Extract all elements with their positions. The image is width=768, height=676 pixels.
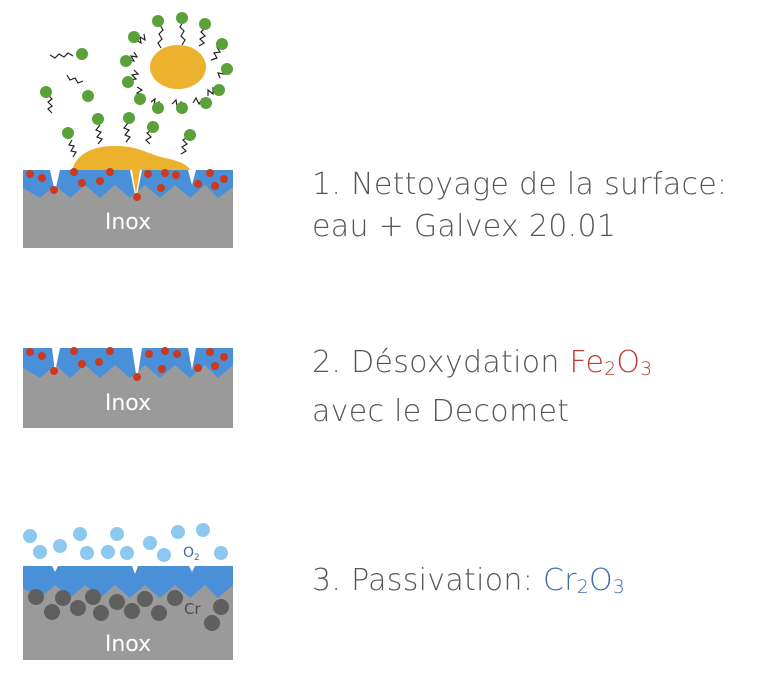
step3-line1: 3. Passivation: Cr2O3 xyxy=(312,563,626,598)
oxide-layer xyxy=(23,566,233,598)
cr2o3-formula: Cr2O3 xyxy=(542,563,626,598)
inox-label: Inox xyxy=(105,632,151,657)
step2-line2: avec le Decomet xyxy=(312,393,570,429)
step3-diagram: O2 Cr Inox xyxy=(23,523,233,660)
surfactant-heads xyxy=(40,12,233,141)
cr-label: Cr xyxy=(184,600,201,618)
step3-text: 3. Passivation: Cr2O3 xyxy=(312,560,625,609)
inox-label: Inox xyxy=(105,391,151,416)
o2-label: O2 xyxy=(183,545,200,563)
step2-diagram: Inox xyxy=(23,347,233,428)
oxide-layer xyxy=(23,170,233,198)
step1-line1: 1. Nettoyage de la surface: xyxy=(312,167,728,202)
grease-blob xyxy=(72,145,190,195)
inox-label: Inox xyxy=(105,210,151,235)
fe2o3-formula: Fe2O3 xyxy=(569,345,653,380)
step2-text: 2. Désoxydation Fe2O3 avec le Decomet xyxy=(312,342,652,433)
oxygen-molecules xyxy=(23,523,228,562)
micelle-grease xyxy=(150,45,206,89)
rust-particles xyxy=(26,168,228,201)
step2-line1: 2. Désoxydation Fe2O3 xyxy=(312,345,653,380)
rust-particles xyxy=(26,347,228,381)
step1-text: 1. Nettoyage de la surface: eau + Galvex… xyxy=(312,164,727,248)
surfactant-tails xyxy=(47,21,229,158)
step1-line2: eau + Galvex 20.01 xyxy=(312,209,617,244)
chromium-atoms xyxy=(28,589,229,631)
step1-diagram: Inox xyxy=(23,12,233,248)
